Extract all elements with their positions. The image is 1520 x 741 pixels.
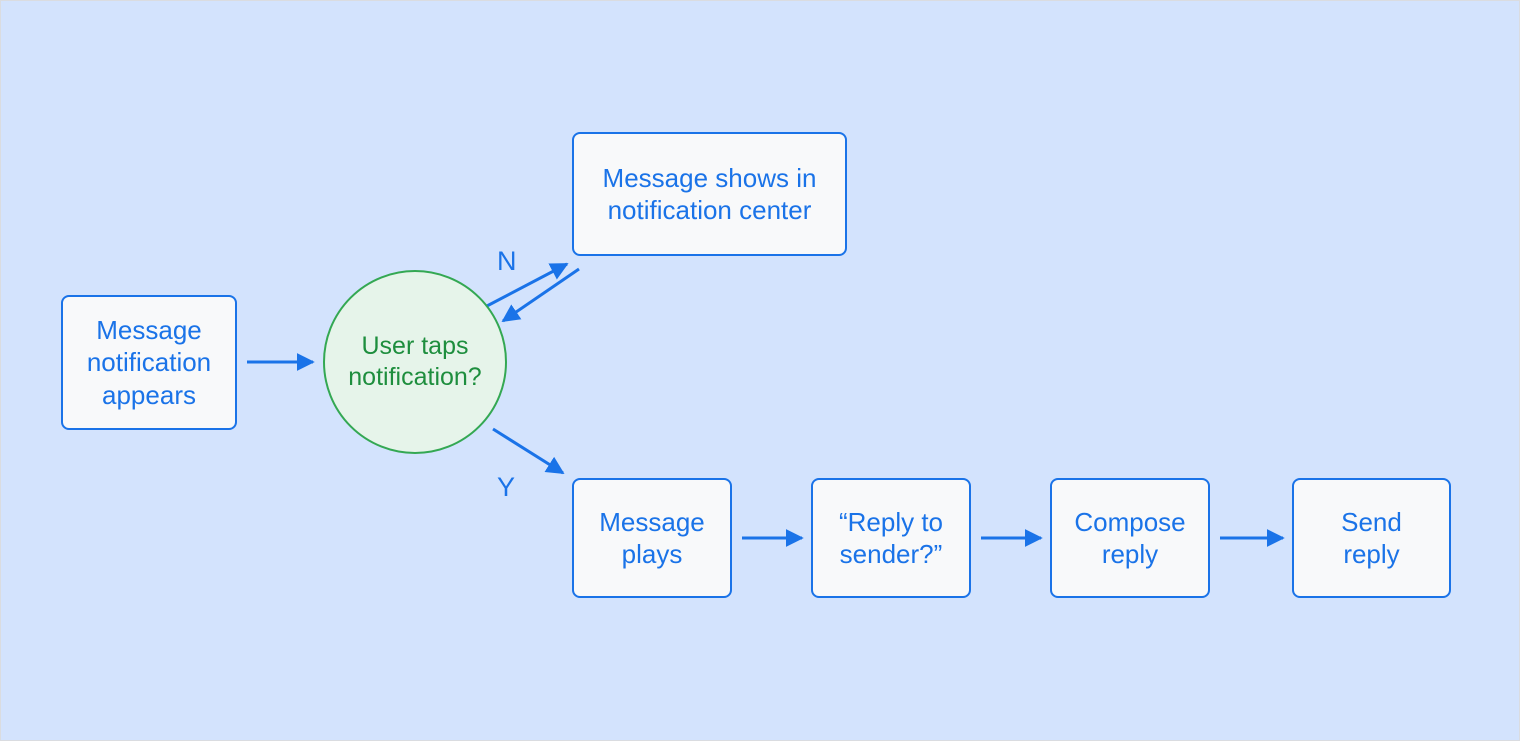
- node-send-reply[interactable]: Send reply: [1292, 478, 1451, 598]
- node-label: Message plays: [599, 506, 705, 570]
- edge-notification-center-to-decision: [501, 267, 580, 323]
- node-label: “Reply to sender?”: [838, 506, 944, 570]
- node-label: Message shows in notification center: [602, 162, 817, 226]
- node-message-shows-in-notification-center[interactable]: Message shows in notification center: [572, 132, 847, 256]
- node-message-plays[interactable]: Message plays: [572, 478, 732, 598]
- node-compose-reply[interactable]: Compose reply: [1050, 478, 1210, 598]
- edge-label-yes: Y: [497, 472, 516, 502]
- node-user-taps-notification[interactable]: User taps notification?: [323, 270, 507, 454]
- edge-label-no: N: [497, 246, 517, 276]
- node-label: Message notification appears: [86, 314, 212, 410]
- node-reply-to-sender[interactable]: “Reply to sender?”: [811, 478, 971, 598]
- node-message-notification-appears[interactable]: Message notification appears: [61, 295, 237, 430]
- edge-decision-to-message-plays: [492, 427, 565, 475]
- node-label: Send reply: [1341, 506, 1402, 570]
- node-label: User taps notification?: [348, 331, 482, 391]
- node-label: Compose reply: [1074, 506, 1186, 570]
